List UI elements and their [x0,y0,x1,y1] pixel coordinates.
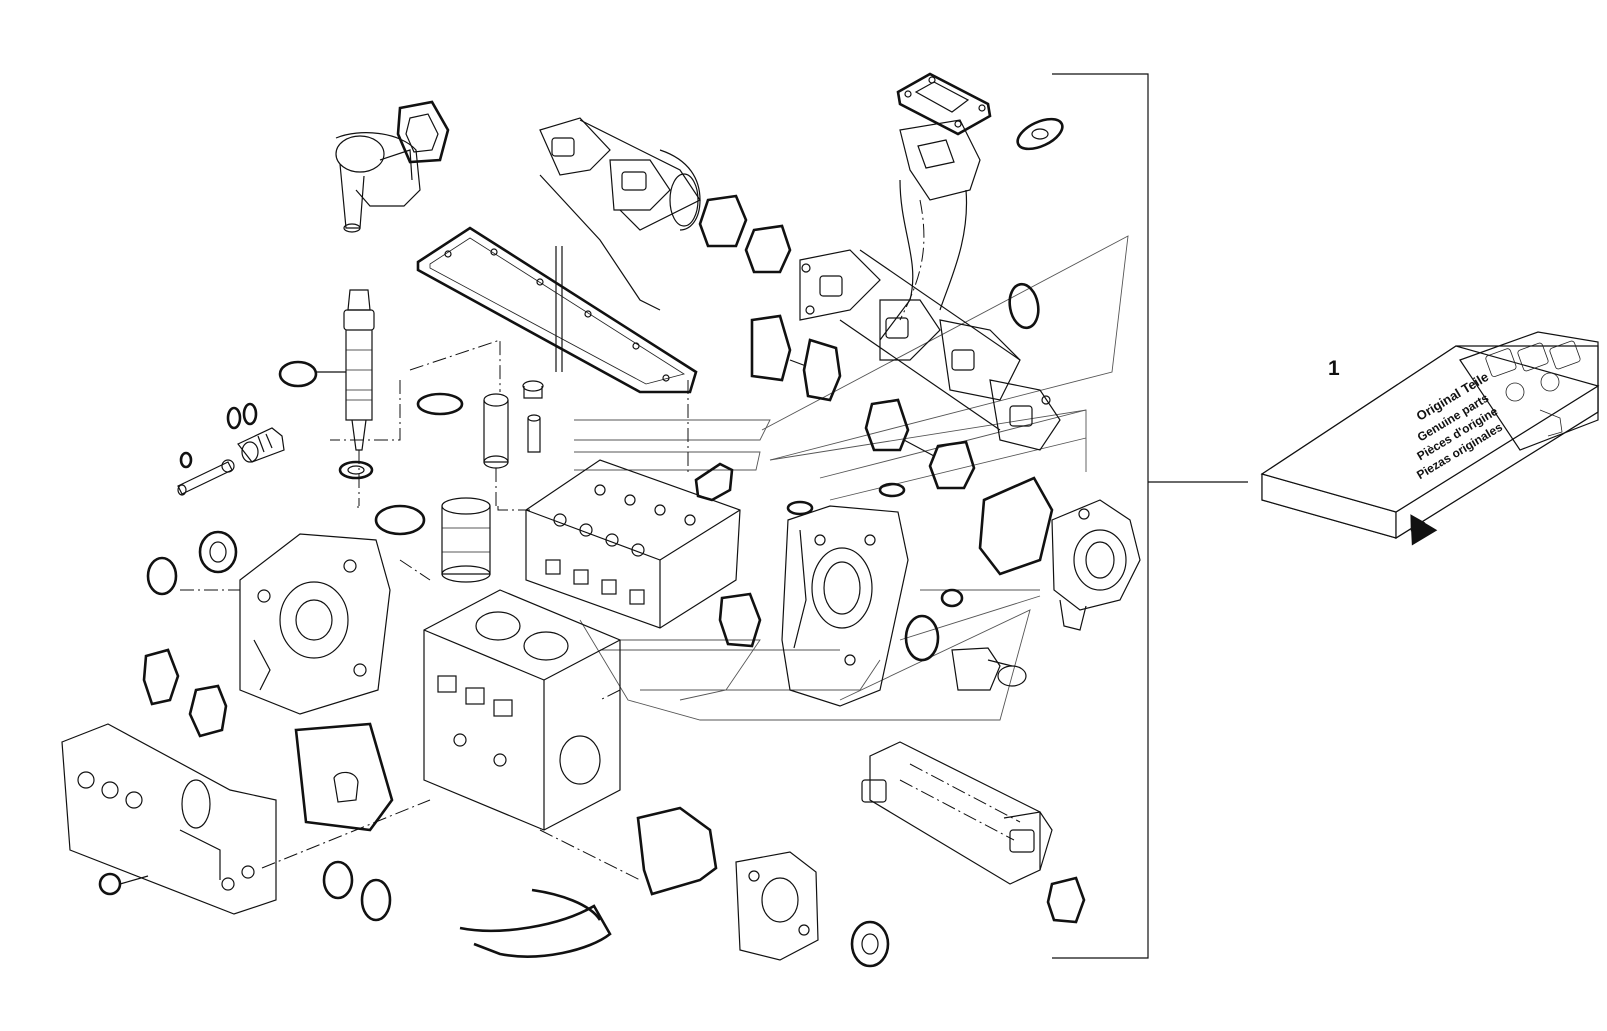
cylinder-head [525,459,741,629]
seal-ring-top-mid [786,482,906,516]
thermostat-housing [335,132,421,233]
timing-housing [239,533,391,715]
turbo-flange-gasket [896,72,992,136]
injector-seal-ring [338,460,374,480]
cylinder-liner [441,497,491,583]
exhaust-manifold [799,119,1061,451]
egr-valve [951,647,1027,691]
front-cover-gasket [636,806,718,896]
liner-seal-ring [416,392,464,416]
kit-gasket-sheet [1459,331,1599,451]
cylinder-sleeve-small [483,393,509,508]
o-ring-left [146,556,178,596]
flange-gasket-center [718,592,762,648]
engine-block [423,589,621,831]
chevron-guide-lines [574,235,1129,721]
kit-box-logo-icon [1410,514,1438,546]
group-bracket [1052,73,1248,959]
fuel-fitting [237,427,285,463]
small-oval-gasket-top [1016,117,1064,151]
flange-gaskets-pair [698,194,792,274]
sump-cover-gasket [294,722,394,832]
o-ring-large-left [278,360,346,388]
oil-filter-housing [781,505,909,707]
o-ring-pair [226,402,258,430]
egr-cooler [861,741,1053,885]
water-pump [1051,499,1141,631]
egr-cooler-gasket [1046,876,1086,924]
thermostat-gasket [396,100,450,164]
cover-gasket-small [694,462,734,502]
seal-ring-mid-right [904,588,964,662]
liner-o-ring [374,504,426,536]
water-pump-gasket [978,476,1054,576]
exhaust-gasket-pair-mid [864,398,976,490]
fuel-pipe [177,459,235,496]
exhaust-gasket-left [750,314,842,402]
assembly-lines [180,339,689,881]
oval-gasket-right [1008,282,1040,330]
part-callout-1: 1 [1328,357,1340,380]
oil-cooler-gaskets [142,648,228,738]
gasket-kit-box: Original Teile Genuine parts Pièces d'or… [1260,331,1600,546]
exhaust-manifold-front [539,117,701,311]
crankshaft-seal-left [198,530,238,574]
valve-guide-seal [522,380,544,453]
oil-pump-housing [735,851,819,961]
oil-cooler-housing [61,723,277,915]
crankshaft-seal-rear [850,920,890,968]
o-rings-bottom [322,860,392,922]
o-ring-small [179,451,193,469]
valve-cover-gasket [416,226,698,394]
drain-plug-seal [98,872,149,896]
oil-pan-gasket [459,888,612,958]
